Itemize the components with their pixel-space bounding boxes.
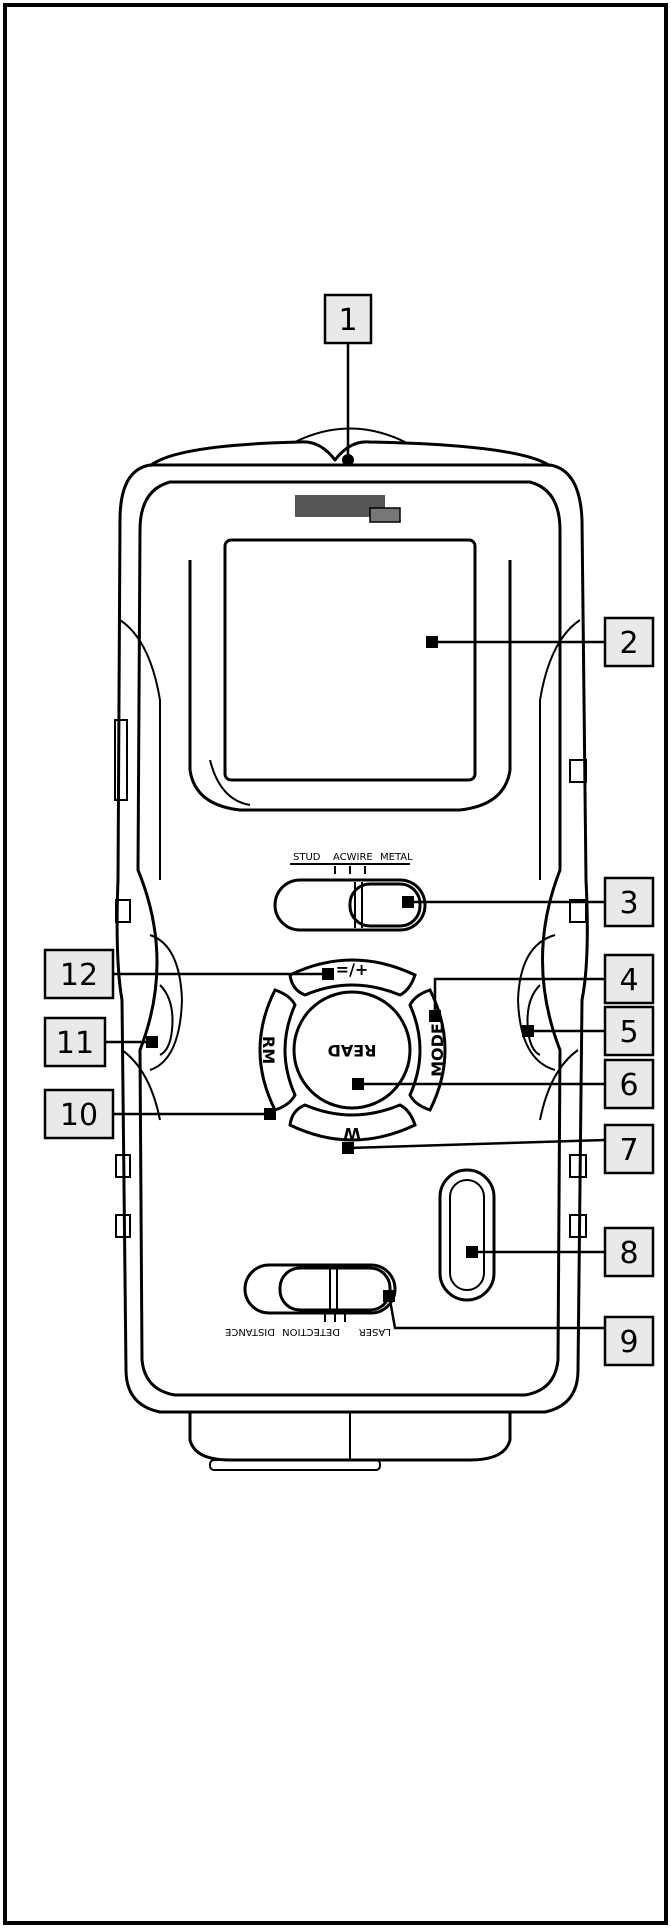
callout-8: 8 (466, 1226, 655, 1278)
callout-5-label: 5 (619, 1015, 638, 1050)
callout-6: 6 (352, 1058, 655, 1110)
callout-3-label: 3 (619, 886, 638, 921)
callout-3: 3 (402, 876, 655, 928)
rm-button-label: RM (259, 1036, 278, 1064)
mode-switch-label-stud: STUD (293, 852, 321, 863)
callout-1: 1 (323, 293, 373, 466)
callout-12: 12 (43, 948, 334, 1000)
callout-9: 9 (383, 1290, 655, 1367)
callout-5: 5 (522, 1005, 655, 1057)
mode-switch-label-metal: METAL (380, 852, 413, 863)
callout-6-label: 6 (619, 1068, 638, 1103)
device-body (114, 427, 589, 1471)
callout-1-label: 1 (338, 303, 357, 338)
callout-11-label: 11 (56, 1026, 94, 1061)
callout-2: 2 (426, 616, 655, 668)
read-button-label: READ (328, 1041, 377, 1060)
mode-switch[interactable]: STUD ACWIRE METAL (273, 852, 427, 932)
mode-switch-label-acwire: ACWIRE (333, 852, 373, 863)
lcd-screen (188, 538, 512, 812)
bottom-button-label: W (343, 1124, 361, 1143)
callout-8-label: 8 (619, 1236, 638, 1271)
callout-11: 11 (43, 1016, 158, 1068)
callout-7: 7 (342, 1123, 655, 1175)
sensor-window (295, 495, 401, 523)
callout-10: 10 (43, 1088, 276, 1140)
trigger-button[interactable] (438, 1168, 496, 1302)
callout-10-label: 10 (60, 1098, 98, 1133)
callout-4: 4 (429, 953, 655, 1022)
page-border (3, 3, 668, 1925)
callout-12-label: 12 (60, 958, 98, 993)
laser-switch[interactable]: LASER DETECTION DISTANCE (225, 1263, 397, 1337)
mode-button-label: MODE (428, 1023, 447, 1077)
callout-9-label: 9 (619, 1325, 638, 1360)
callout-4-label: 4 (619, 963, 638, 998)
callout-7-label: 7 (619, 1133, 638, 1168)
laser-switch-label-detection: DETECTION (282, 1326, 340, 1337)
laser-switch-label-distance: DISTANCE (225, 1326, 275, 1337)
laser-switch-label-laser: LASER (359, 1326, 391, 1337)
callout-2-label: 2 (619, 626, 638, 661)
plus-minus-button-label: =/+ (336, 960, 369, 979)
control-pad: READ =/+ MODE RM W (258, 958, 447, 1143)
